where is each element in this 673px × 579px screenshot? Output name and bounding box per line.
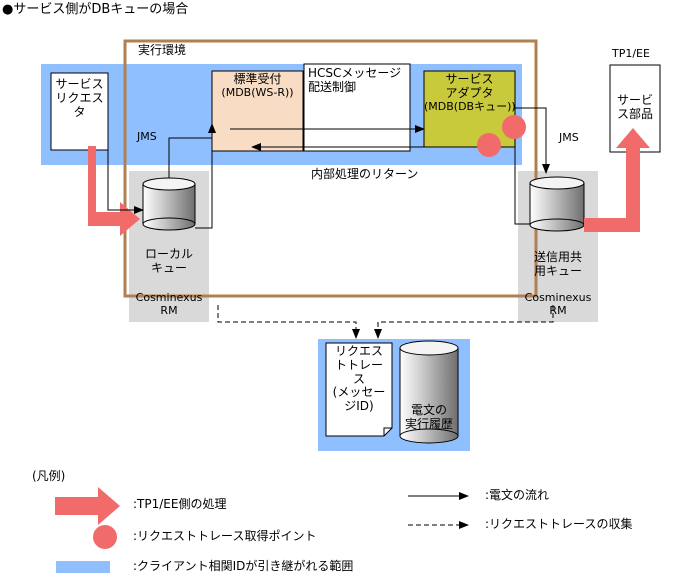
request-trace-label-line5: ジID) <box>344 399 374 414</box>
jms-left-label: JMS <box>137 130 157 143</box>
legend-trace-collect-text: :リクエストトレースの収集 <box>485 517 633 531</box>
cosminexus-right-label-line2: RM <box>549 303 567 317</box>
send-queue-label-line1: 送信用共 <box>533 250 582 264</box>
request-trace-label-line2: トトレー <box>334 357 383 372</box>
legend-tp1ee-process: :TP1/EE側の処理 <box>133 497 227 511</box>
hcsc-label-line2: 配送制御 <box>308 79 357 94</box>
flow-local-to-receiver <box>195 123 216 229</box>
local-queue-cylinder <box>142 177 196 231</box>
hcsc-label: HCSCメッセージ 配送制御 <box>308 66 402 95</box>
local-queue-label-line2: キュー <box>150 260 187 275</box>
adapter-label-line3: (MDB(DBキュー)) <box>424 99 516 113</box>
request-trace-label-line4: (メッセー <box>332 385 386 400</box>
flow-jms-left <box>168 137 212 178</box>
flow-jms-right <box>514 116 530 225</box>
internal-return-label: 内部処理のリターン <box>311 167 419 181</box>
service-part-label-line1: サービ <box>616 93 653 107</box>
legend-trace-point-text: :リクエストトレース取得ポイント <box>133 529 317 543</box>
requester-label: サービス リクエス タ <box>51 77 108 119</box>
execution-environment-frame <box>123 39 538 298</box>
trace-collect-right <box>374 305 554 339</box>
history-cylinder <box>399 340 459 444</box>
requester-label-line3: タ <box>73 104 86 119</box>
send-queue-label-line2: 用キュー <box>533 263 582 278</box>
service-requester-box <box>50 72 109 151</box>
requester-label-line1: サービス <box>55 77 104 91</box>
legend-trace-point <box>93 525 117 549</box>
request-trace-label: リクエス トトレー ス (メッセー ジID) <box>326 344 392 414</box>
trace-collect-left <box>217 305 360 339</box>
hcsc-label-line1: HCSCメッセージ <box>308 66 402 80</box>
cosminexus-left-label: Cosminexus RM <box>129 291 209 317</box>
request-trace-document <box>325 342 393 437</box>
legend-title: (凡例) <box>32 469 66 483</box>
adapter-label-line1: サービス <box>445 72 494 86</box>
message-history-label-line1: 電文の <box>410 403 447 417</box>
service-part-label: サービ ス部品 <box>610 93 660 122</box>
legend-tp1ee-arrow <box>55 487 120 525</box>
std-receiver-label: 標準受付 (MDB(WS-R)) <box>212 72 303 99</box>
request-trace-label-line1: リクエス <box>334 344 383 358</box>
diagram-title: ●サービス側がDBキューの場合 <box>2 2 189 17</box>
tp1ee-arrow-left <box>88 146 140 236</box>
adapter-label-line2: アダプタ <box>445 85 494 100</box>
legend-client-id-range: :クライアント相関IDが引き継がれる範囲 <box>133 559 354 573</box>
std-receiver-label-line1: 標準受付 <box>233 72 282 86</box>
jms-right-label: JMS <box>559 131 579 144</box>
adapter-label: サービス アダプタ (MDB(DBキュー)) <box>424 72 516 113</box>
trace-point-adapter <box>502 115 526 139</box>
cosminexus-left-label-line1: Cosminexus <box>135 291 203 304</box>
send-queue-label: 送信用共 用キュー <box>518 250 598 279</box>
tp1ee-arrow-right <box>584 128 650 232</box>
flow-requester-to-local <box>107 121 144 214</box>
trace-point-send <box>477 133 501 157</box>
requester-label-line2: リクエス <box>55 90 104 105</box>
request-trace-label-line3: ス <box>352 371 365 386</box>
local-queue-label-line1: ローカル <box>144 247 193 261</box>
cosminexus-left-label-line2: RM <box>160 303 178 317</box>
flow-adapter-to-send-queue <box>515 107 550 174</box>
cosminexus-right-label-line1: Cosminexus <box>524 291 592 304</box>
local-queue-label: ローカル キュー <box>129 247 209 276</box>
std-receiver-label-line2: (MDB(WS-R)) <box>221 85 294 99</box>
execution-environment-label: 実行環境 <box>138 43 187 57</box>
send-queue-cylinder <box>529 176 585 232</box>
tp1ee-label: TP1/EE <box>612 47 650 60</box>
hcsc-box <box>303 63 411 152</box>
legend-client-id-band <box>56 561 110 573</box>
message-history-label: 電文の 実行履歴 <box>398 403 460 432</box>
std-receiver-box <box>211 70 304 152</box>
service-part-label-line2: ス部品 <box>616 106 653 121</box>
legend-message-flow-text: :電文の流れ <box>485 488 550 502</box>
message-history-label-line2: 実行履歴 <box>404 416 453 431</box>
cosminexus-right-label: Cosminexus RM <box>518 291 598 317</box>
